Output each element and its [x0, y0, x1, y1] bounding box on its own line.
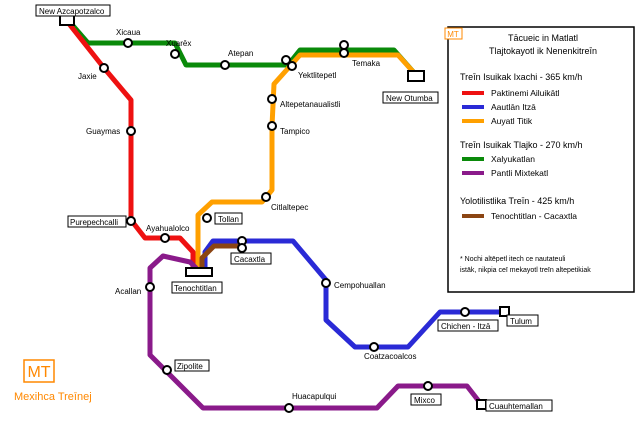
legend-line-red: Paktinemi Ailuikātl: [491, 88, 560, 98]
label-box-cuauhtemallan: [485, 399, 553, 412]
station-dot-jaxie[interactable]: [99, 63, 109, 73]
label-tulum[interactable]: Tulum: [510, 317, 532, 326]
label-xuarex[interactable]: Xuarēx: [166, 39, 191, 48]
label-box-tenochtitlan: [171, 281, 223, 294]
label-temaka[interactable]: Temaka: [352, 59, 381, 68]
legend-title-line2: Tlajtokayotl ik Nenenkitreīn: [489, 46, 597, 56]
label-box-cacaxtla: [230, 252, 272, 265]
label-box-new-otumba: [382, 91, 439, 104]
label-purepechcalli[interactable]: Purepechcalli: [70, 218, 118, 227]
label-chichen-itza[interactable]: Chichen - Itzā: [441, 322, 491, 331]
line-blue: [202, 238, 508, 350]
station-dot-tampico[interactable]: [267, 121, 277, 131]
station-dot-tollan[interactable]: [202, 213, 212, 223]
label-jaxie[interactable]: Jaxie: [78, 72, 97, 81]
station-dot-zipolite[interactable]: [162, 365, 172, 375]
station-dot-atepan[interactable]: [220, 60, 230, 70]
logo-badge: [23, 359, 55, 383]
legend-title-line1: Tācueic in Matlatl: [508, 33, 578, 43]
legend-panel: MT Tācueic in Matlatl Tlajtokayotl ik Ne…: [444, 26, 635, 293]
station-dot-temaka[interactable]: [339, 40, 349, 50]
label-box-zipolite: [174, 359, 210, 372]
logo-name: Mexihca Treīnej: [14, 391, 92, 403]
label-cuauhtemallan[interactable]: Cuauhtemallan: [489, 402, 543, 411]
label-yektlitepetl[interactable]: Yektlitepetl: [298, 71, 337, 80]
label-box-new-azcapotzalco: [35, 4, 111, 17]
label-box-purepechcalli: [67, 215, 127, 228]
station-dot-purepechcalli[interactable]: [126, 216, 136, 226]
station-dot-cacaxtla-b[interactable]: [237, 243, 247, 253]
legend-note-line2: istāk, nikpia ceī mekayotl treīn altepet…: [460, 267, 591, 274]
label-atepan[interactable]: Atepan: [228, 49, 253, 58]
boxed-labels: [35, 4, 553, 412]
legend-line-green: Xalyukatlan: [491, 154, 535, 164]
legend-line-orange: Auyatl Titik: [491, 116, 533, 126]
terminal-tenochtitlan[interactable]: [185, 267, 213, 277]
label-citlaltepec[interactable]: Citlaltepec: [271, 203, 308, 212]
station-dot-cempohuallan[interactable]: [321, 278, 331, 288]
station-dot-yektlitepetl[interactable]: [281, 55, 291, 65]
label-coatzacoalcos[interactable]: Coatzacoalcos: [364, 352, 416, 361]
line-green: [65, 17, 420, 79]
terminal-cuauhtemallan[interactable]: [476, 399, 487, 410]
line-brown: [199, 243, 245, 271]
label-zipolite[interactable]: Zipolite: [177, 362, 203, 371]
station-dot-huacapulqui[interactable]: [284, 403, 294, 413]
legend-badge-box: [444, 27, 463, 40]
station-markers: [99, 38, 470, 413]
label-huacapulqui[interactable]: Huacapulqui: [292, 392, 337, 401]
label-cempohuallan[interactable]: Cempohuallan: [334, 281, 386, 290]
label-box-tulum: [506, 314, 539, 327]
station-dot-xicaua[interactable]: [123, 38, 133, 48]
label-tampico[interactable]: Tampico: [280, 127, 310, 136]
label-new-azcapotzalco[interactable]: New Azcapotzalco: [39, 7, 105, 16]
line-orange: [195, 52, 420, 271]
line-red: [63, 17, 196, 271]
station-dot-yektlitepetl-b[interactable]: [287, 61, 297, 71]
label-altepetanaualistli[interactable]: Altepetanaualistli: [280, 100, 341, 109]
brand-logo: MT Mexihca Treīnej: [14, 359, 92, 403]
legend-note-line1: * Nochi altēpetl itech ce nautateuli: [460, 256, 566, 263]
station-dot-chichen-itza[interactable]: [460, 307, 470, 317]
label-ayahualolco[interactable]: Ayahualolco: [146, 224, 190, 233]
legend-line-purple: Pantli Mixtekatl: [491, 168, 548, 178]
legend-badge: MT: [447, 30, 459, 39]
label-tenochtitlan[interactable]: Tenochtitlan: [174, 284, 217, 293]
label-mixco[interactable]: Mixco: [414, 396, 435, 405]
station-dot-guaymas[interactable]: [126, 126, 136, 136]
label-new-otumba[interactable]: New Otumba: [386, 94, 433, 103]
station-dot-mixco[interactable]: [423, 381, 433, 391]
label-xicaua[interactable]: Xicaua: [116, 28, 141, 37]
legend-section2: Treīn Isuikak Tlajko - 270 km/h: [460, 140, 583, 150]
station-dot-xuarex[interactable]: [170, 49, 180, 59]
station-dot-ayahualolco[interactable]: [160, 233, 170, 243]
legend-section1: Treīn Isuikak Ixachi - 365 km/h: [460, 72, 582, 82]
terminal-new-otumba[interactable]: [407, 70, 425, 82]
label-guaymas[interactable]: Guaymas: [86, 127, 120, 136]
label-box-chichen-itza: [437, 319, 499, 332]
station-dot-acallan[interactable]: [145, 282, 155, 292]
legend-section3: Yolotilistlika Treīn - 425 km/h: [460, 196, 574, 206]
label-box-mixco: [410, 393, 442, 406]
label-acallan[interactable]: Acallan: [115, 287, 141, 296]
label-cacaxtla[interactable]: Cacaxtla: [234, 255, 266, 264]
legend-line-brown: Tenochtitlan - Cacaxtla: [491, 211, 577, 221]
station-dot-citlaltepec[interactable]: [261, 192, 271, 202]
label-box-tollan: [214, 212, 243, 225]
label-tollan[interactable]: Tollan: [218, 215, 239, 224]
station-dot-altepetanaualistli[interactable]: [267, 94, 277, 104]
legend-line-blue: Aautlān Itzā: [491, 102, 536, 112]
station-dot-coatzacoalcos[interactable]: [369, 342, 379, 352]
logo-mark: MT: [27, 364, 50, 381]
station-dot-temaka-b[interactable]: [339, 48, 349, 58]
terminal-tulum[interactable]: [499, 306, 510, 317]
